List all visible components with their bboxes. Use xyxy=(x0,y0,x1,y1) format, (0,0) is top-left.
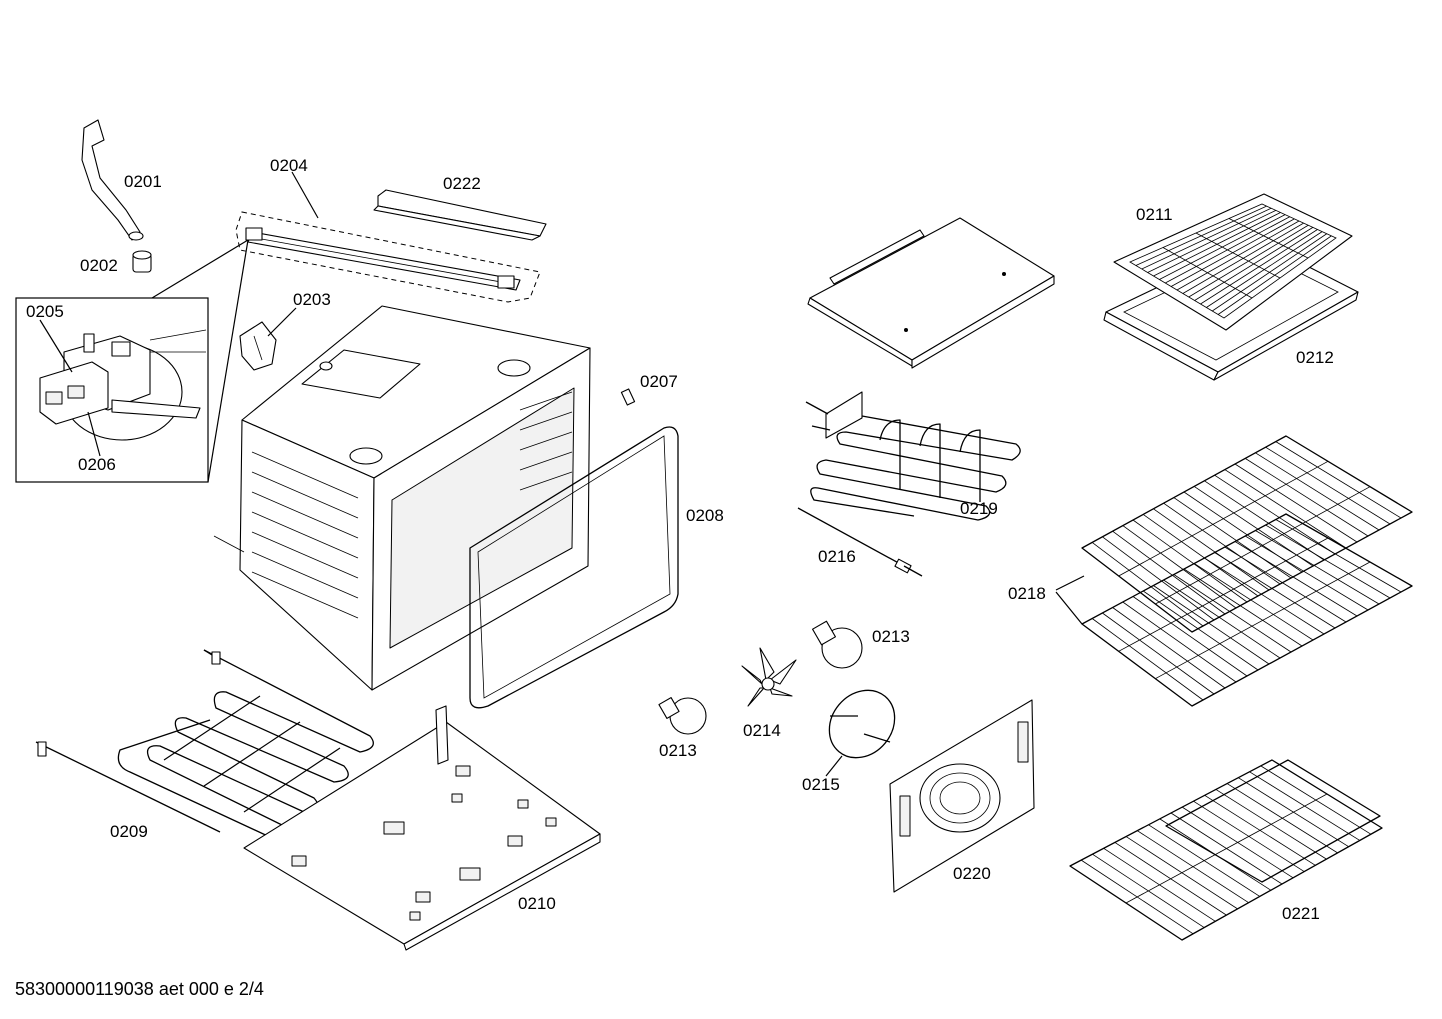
label-0213-a: 0213 xyxy=(659,741,697,760)
part-oven-cavity xyxy=(213,305,591,691)
label-0218: 0218 xyxy=(1008,584,1046,603)
part-0216-sensor xyxy=(797,507,923,577)
part-0201-hose xyxy=(81,119,144,241)
leader-0205 xyxy=(39,319,73,373)
part-0202-grommet xyxy=(132,250,152,273)
part-0213-lamp-left xyxy=(658,697,707,735)
part-baking-tray xyxy=(807,217,1055,369)
label-0203: 0203 xyxy=(293,290,331,309)
detail-inset xyxy=(15,239,249,483)
part-0220-rear-panel xyxy=(889,699,1035,893)
part-0213-lamp-right xyxy=(812,620,863,669)
part-0222-cover xyxy=(373,189,547,241)
label-0210: 0210 xyxy=(518,894,556,913)
label-0208: 0208 xyxy=(686,506,724,525)
part-0208-gasket xyxy=(469,426,679,709)
part-0219-top-heater xyxy=(805,391,1021,521)
label-0215: 0215 xyxy=(802,775,840,794)
part-0203-clip xyxy=(239,321,277,371)
part-0207-pin xyxy=(620,388,636,406)
leader-0206 xyxy=(87,411,101,457)
label-0209: 0209 xyxy=(110,822,148,841)
leader-0218-a xyxy=(1055,575,1085,591)
label-0204: 0204 xyxy=(270,156,308,175)
label-0206: 0206 xyxy=(78,455,116,474)
part-0204-rail xyxy=(235,211,541,303)
leader-0204 xyxy=(291,171,319,219)
label-0207: 0207 xyxy=(640,372,678,391)
part-0221-telescopic-rack xyxy=(1069,759,1383,941)
label-0219: 0219 xyxy=(960,499,998,518)
label-0213-b: 0213 xyxy=(872,627,910,646)
label-0201: 0201 xyxy=(124,172,162,191)
label-0214: 0214 xyxy=(743,721,781,740)
part-0215-ring-element xyxy=(825,689,896,777)
label-0221: 0221 xyxy=(1282,904,1320,923)
leader-0203 xyxy=(267,307,297,337)
leader-0218-b xyxy=(1055,591,1083,625)
part-0210-floor-panel xyxy=(243,705,601,951)
part-0218-oven-racks xyxy=(1081,435,1413,707)
label-0212: 0212 xyxy=(1296,348,1334,367)
label-0216: 0216 xyxy=(818,547,856,566)
part-0214-fan xyxy=(741,647,797,707)
label-0220: 0220 xyxy=(953,864,991,883)
label-0211: 0211 xyxy=(1136,205,1173,224)
label-0205: 0205 xyxy=(26,302,64,321)
label-0202: 0202 xyxy=(80,256,118,275)
drawing-footer-code: 58300000119038 aet 000 e 2/4 xyxy=(15,979,264,999)
label-0222: 0222 xyxy=(443,174,481,193)
part-0211-grill-grid xyxy=(1113,193,1353,331)
